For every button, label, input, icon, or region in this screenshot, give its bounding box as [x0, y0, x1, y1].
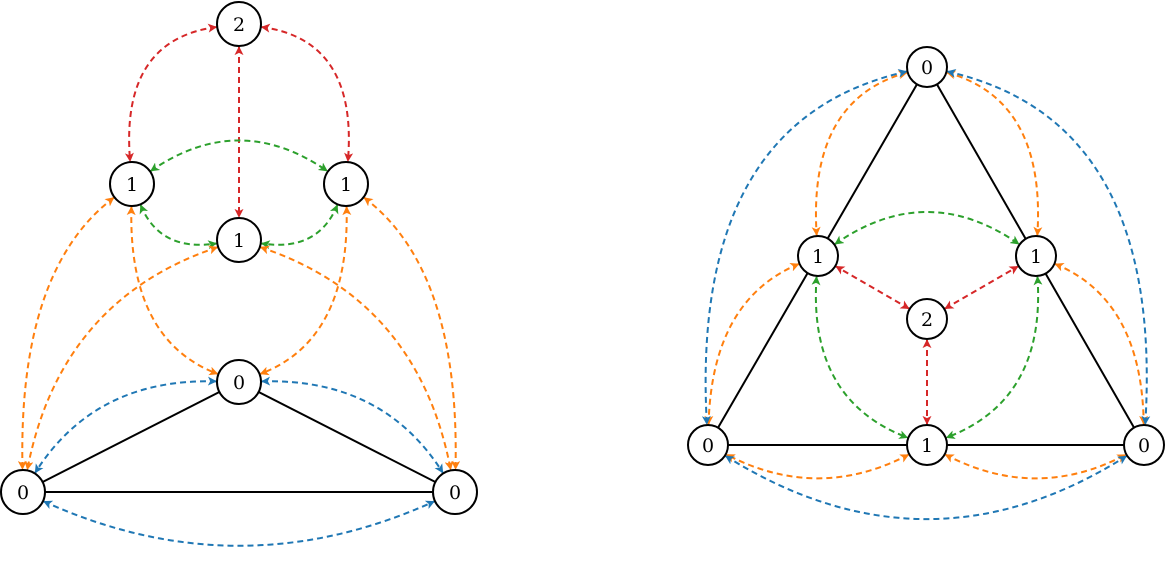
- node-circle: [906, 424, 948, 466]
- node-circle: [323, 161, 369, 207]
- node-circle: [687, 424, 729, 466]
- right-graph-blue-dashed-arrow: [701, 68, 908, 425]
- left-graph-solid-edge: [22, 381, 240, 493]
- right-graph-green-dashed-arrow: [811, 276, 909, 439]
- right-graph-node: 1: [797, 235, 839, 277]
- nodes: 2 1 1 1 0 0 0 0 1 1 2 0 1 0: [0, 1, 1165, 515]
- left-graph-solid-edge: [238, 381, 456, 493]
- left-graph-node: 0: [432, 469, 478, 515]
- node-label: 1: [126, 174, 138, 196]
- left-graph-node: 1: [323, 161, 369, 207]
- left-graph-node: 0: [0, 469, 46, 515]
- node-circle: [216, 217, 262, 263]
- left-graph-orange-dashed-arrow: [259, 245, 454, 471]
- right-graph-orange-dashed-arrow: [1054, 263, 1149, 425]
- left-graph-blue-dashed-arrow: [43, 500, 435, 547]
- node-label: 1: [921, 435, 933, 457]
- left-graph-red-dashed-arrow: [124, 23, 218, 162]
- right-graph-node: 0: [906, 46, 948, 88]
- right-graph-red-dashed-arrow: [944, 265, 1019, 310]
- node-circle: [216, 1, 262, 47]
- node-label: 1: [340, 174, 352, 196]
- left-graph-green-dashed-arrow: [139, 204, 218, 250]
- node-label: 0: [233, 372, 245, 394]
- node-label: 1: [812, 246, 824, 268]
- node-circle: [1123, 424, 1165, 466]
- right-graph-orange-dashed-arrow: [944, 453, 1127, 480]
- solid-edges: [22, 66, 1145, 493]
- right-graph-node: 2: [906, 298, 948, 340]
- right-graph-node: 1: [906, 424, 948, 466]
- right-graph-green-dashed-arrow: [834, 211, 1020, 245]
- right-graph-orange-dashed-arrow: [704, 263, 800, 425]
- left-graph-node: 0: [216, 359, 262, 405]
- left-graph-red-dashed-arrow: [260, 23, 354, 162]
- node-circle: [0, 469, 46, 515]
- dashed-edges: [17, 23, 1151, 547]
- left-graph-orange-dashed-arrow: [126, 206, 219, 376]
- node-label: 1: [1030, 246, 1042, 268]
- node-circle: [797, 235, 839, 277]
- right-graph-orange-dashed-arrow: [725, 453, 910, 480]
- node-label: 0: [702, 435, 714, 457]
- right-graph-red-dashed-arrow: [835, 265, 910, 310]
- right-graph-node: 1: [1015, 235, 1057, 277]
- node-circle: [906, 298, 948, 340]
- left-graph-orange-dashed-arrow: [17, 197, 115, 470]
- right-graph-orange-dashed-arrow: [811, 70, 908, 236]
- left-graph-node: 1: [109, 161, 155, 207]
- node-label: 2: [233, 14, 245, 36]
- left-graph-blue-dashed-arrow: [261, 376, 444, 474]
- node-label: 0: [449, 482, 461, 504]
- left-graph-green-dashed-arrow: [260, 204, 339, 250]
- node-circle: [432, 469, 478, 515]
- right-graph-node: 0: [687, 424, 729, 466]
- left-graph-node: 2: [216, 1, 262, 47]
- node-circle: [906, 46, 948, 88]
- left-graph-node: 1: [216, 217, 262, 263]
- node-circle: [216, 359, 262, 405]
- node-label: 0: [1138, 435, 1150, 457]
- node-label: 2: [921, 309, 933, 331]
- left-graph-orange-dashed-arrow: [363, 197, 461, 470]
- right-graph-green-dashed-arrow: [945, 276, 1043, 439]
- right-graph-orange-dashed-arrow: [946, 70, 1043, 236]
- node-circle: [109, 161, 155, 207]
- node-label: 0: [17, 482, 29, 504]
- left-graph-green-dashed-arrow: [150, 139, 328, 172]
- node-label: 1: [233, 230, 245, 252]
- left-graph-blue-dashed-arrow: [34, 376, 217, 474]
- node-label: 0: [921, 57, 933, 79]
- node-circle: [1015, 235, 1057, 277]
- right-graph-blue-dashed-arrow: [725, 455, 1128, 521]
- left-graph-orange-dashed-arrow: [24, 245, 219, 471]
- left-graph-orange-dashed-arrow: [259, 206, 352, 376]
- right-graph-node: 0: [1123, 424, 1165, 466]
